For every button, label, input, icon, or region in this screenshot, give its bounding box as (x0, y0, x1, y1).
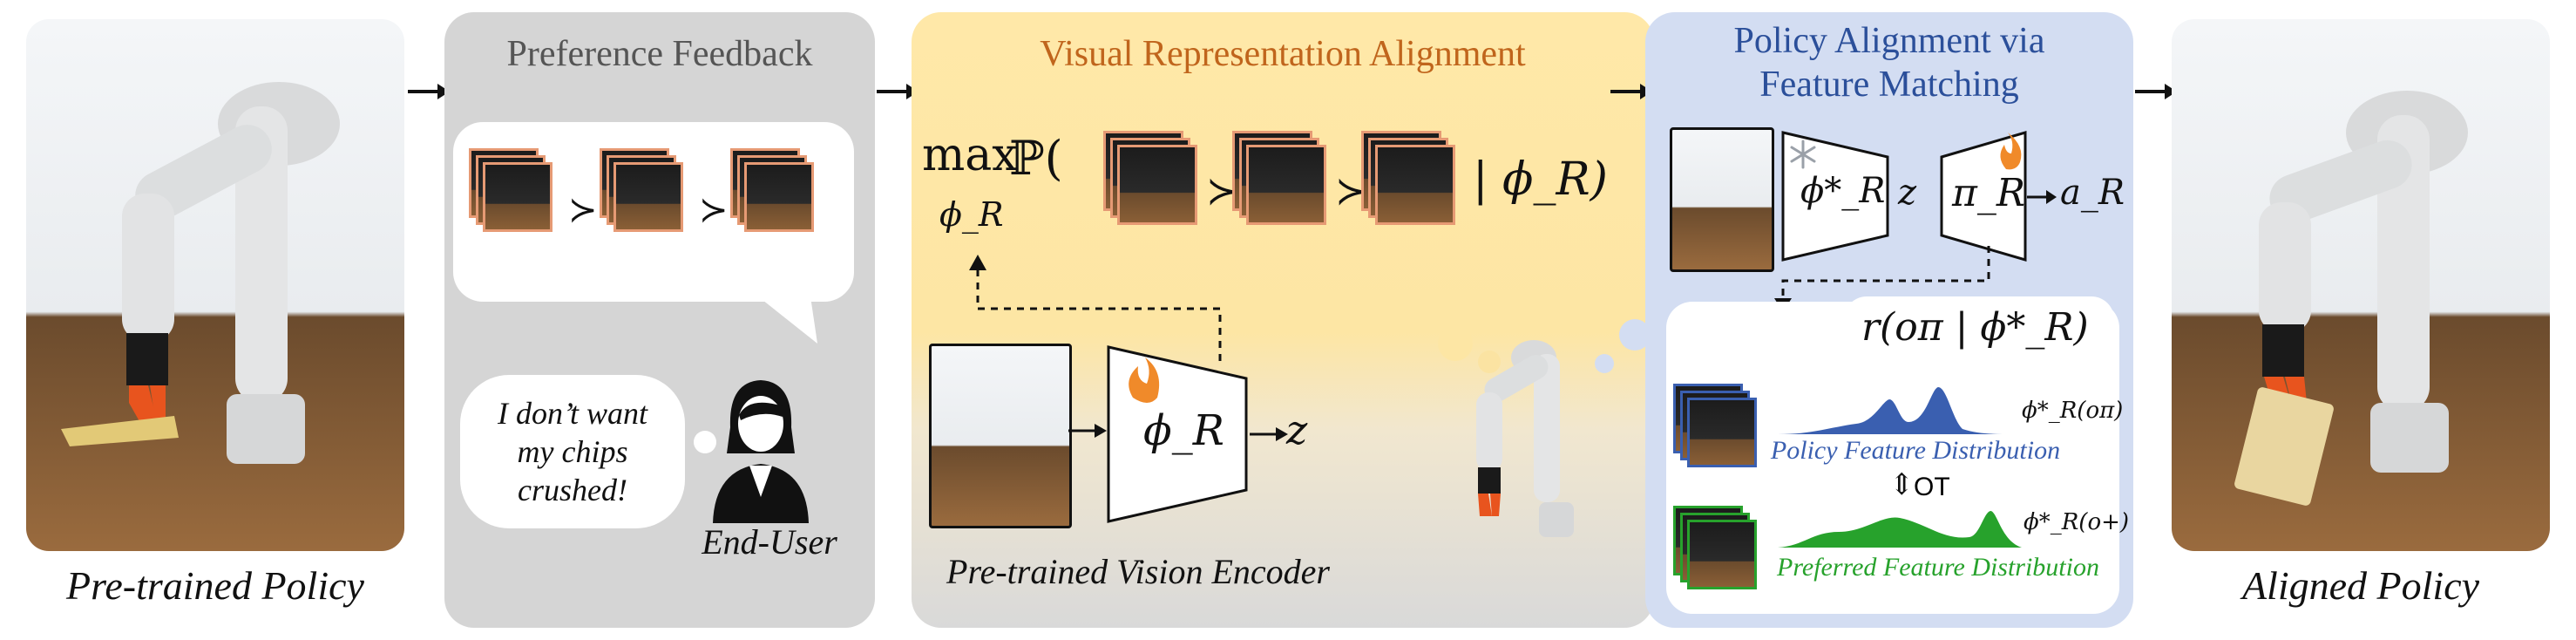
probability-symbol: ℙ( (1009, 131, 1063, 186)
preferred-distribution-label: ϕ*_R(o+) (2024, 509, 2130, 535)
arrow-icon (2027, 190, 2057, 204)
arrow-icon (1250, 427, 1288, 441)
user-icon (713, 380, 809, 523)
policy-alignment-title: Policy Alignment via Feature Matching (1645, 19, 2133, 106)
arrow-icon (408, 84, 450, 99)
arrow-icon (2135, 84, 2177, 99)
aligned-policy-photo (2172, 19, 2550, 551)
ot-arrow: ⇕ (1889, 467, 1915, 502)
robot-photo (61, 82, 340, 464)
policy-distribution-name: Policy Feature Distribution (1770, 436, 2061, 465)
preference-feedback-title: Preference Feedback (506, 34, 813, 74)
preference-operator: ≻ (568, 190, 598, 230)
encoder-trapezoid-icon (1781, 131, 1889, 262)
reward-expression: r(oπ | ϕ*_R) (1861, 305, 2089, 350)
dashed-connector (969, 255, 1222, 361)
trajectory-stack-2 (600, 148, 683, 232)
policy-alignment-title-line-1: Policy Alignment via (1733, 21, 2045, 61)
thought-dot (1595, 354, 1614, 373)
objective-max-subscript: ϕ_R (939, 195, 1004, 234)
speech-line-3: crushed! (518, 473, 627, 507)
trajectory-stack-4 (1103, 131, 1199, 227)
preference-operator: ≻ (699, 190, 729, 230)
policy-symbol: π_R (1952, 171, 2026, 215)
pretrained-encoder-caption: Pre-trained Vision Encoder (946, 552, 1330, 591)
aligned-policy-caption: Aligned Policy (2241, 563, 2480, 608)
trajectory-stack-3 (730, 148, 814, 232)
visual-alignment-title: Visual Representation Alignment (1040, 34, 1526, 74)
encoder-trapezoid-icon (1107, 345, 1248, 523)
speech-line-1: I don’t want (497, 396, 647, 431)
pretrained-policy-photo (26, 19, 404, 551)
thought-dot (1438, 326, 1473, 361)
end-user-caption: End-User (702, 522, 837, 562)
ot-label: OT (1914, 473, 1950, 501)
preferred-distribution-name: Preferred Feature Distribution (1777, 553, 2099, 582)
preferred-distribution-curve (1778, 511, 2022, 548)
speech-line-2: my chips (517, 434, 628, 469)
policy-distribution-label: ϕ*_R(oπ) (2022, 398, 2124, 424)
speech-tail-dot (694, 431, 716, 453)
policy-alignment-title-line-2: Feature Matching (1759, 65, 2019, 105)
latent-symbol: z (1898, 173, 1917, 213)
reward-box (1844, 296, 2114, 366)
encoder-symbol: ϕ_R (1143, 406, 1224, 455)
bubble-tail (758, 296, 817, 344)
objective-max: max (922, 129, 1018, 181)
thought-dot (1478, 351, 1501, 373)
robot-photo (2234, 91, 2468, 506)
policy-distribution-curve (1778, 387, 2013, 434)
encoder-output: z (1286, 406, 1308, 453)
policy-trajectory-stack (1673, 384, 1757, 467)
robot-photo (1476, 340, 1574, 537)
preferred-trajectory-stack (1673, 506, 1757, 589)
trajectory-stack-5 (1232, 131, 1328, 227)
speech-bubble (460, 375, 685, 528)
trajectory-stack-1 (469, 148, 552, 232)
observation-image (1670, 127, 1774, 272)
speech-text: I don’t want my chips crushed! (460, 394, 685, 509)
pretrained-policy-caption: Pre-trained Policy (66, 563, 364, 608)
arrow-icon (1068, 424, 1107, 438)
action-symbol: a_R (2060, 173, 2125, 213)
trajectory-stack-6 (1361, 131, 1457, 227)
objective-condition: | ϕ_R) (1473, 153, 1608, 206)
flame-icon (2000, 133, 2022, 170)
encoder-input-image (929, 344, 1072, 528)
frozen-encoder-symbol: ϕ*_R (1800, 171, 1886, 211)
snowflake-icon (1790, 140, 1816, 169)
